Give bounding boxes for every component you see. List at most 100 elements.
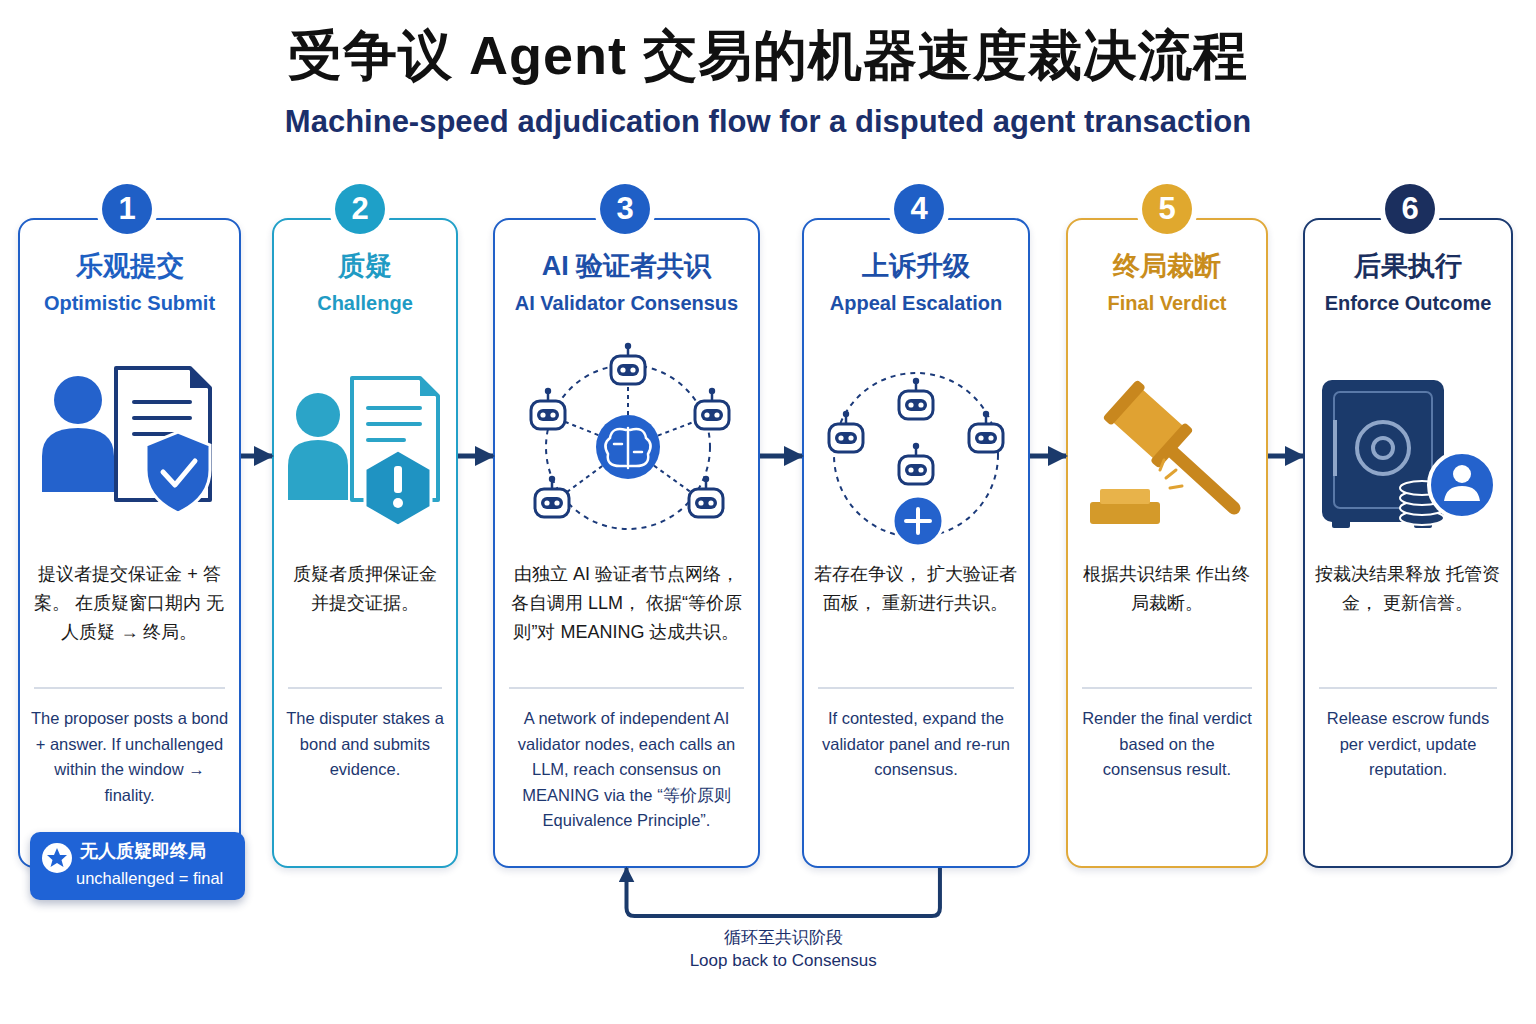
challenge-icon [368, 406, 420, 410]
escrow-safe-icon [1429, 452, 1495, 518]
step-number: 4 [894, 184, 944, 234]
challenge-icon [393, 498, 403, 508]
submit-icon [42, 368, 210, 513]
stage-card: 终局裁断 Final Verdict 根据共识结果 作出终局裁断。 Render th… [1066, 218, 1268, 868]
challenge-icon [296, 393, 340, 437]
consensus-network-icon [596, 415, 660, 479]
divider-lines [1319, 687, 1497, 689]
escrow-safe-icon [1357, 422, 1409, 474]
diagram-title: 受争议 Agent 交易的机器速度裁决流程 [0, 20, 1536, 93]
step-number: 3 [600, 184, 650, 234]
challenge-icon [368, 408, 420, 440]
stage-card: 质疑 Challenge 质疑者质押保证金 并提交证据。 The disputer s… [272, 218, 458, 868]
submit-icon [42, 428, 114, 492]
stage-card: 乐观提交 Optimistic Submit 提议者提交保证金 + 答案。 在质疑窗… [18, 218, 241, 868]
stage-title-zh: 上诉升级 [814, 250, 1018, 282]
stage-title-en: Challenge [284, 291, 446, 315]
divider-lines [509, 687, 744, 689]
flow-arrow [760, 454, 802, 459]
stage-title-en: Appeal Escalation [814, 291, 1018, 315]
flow-arrow [1268, 454, 1303, 459]
stage-title-en: Enforce Outcome [1315, 291, 1501, 315]
flow-arrow [458, 454, 493, 459]
stage-body-en: If contested, expand the validator panel… [814, 706, 1018, 783]
divider-lines [1082, 687, 1252, 689]
stage-body-en: A network of independent AI validator no… [505, 706, 748, 834]
star-icon [42, 843, 72, 873]
edge-label: 循环至共识阶段 [633, 926, 933, 949]
stage-title-zh: 质疑 [284, 250, 446, 282]
consensus-network-icon [634, 451, 642, 454]
stage-body-en: Render the final verdict based on the co… [1078, 706, 1256, 783]
gavel-icon [1100, 489, 1150, 504]
consensus-network-icon [614, 443, 622, 446]
step-number-circle: 4 [894, 184, 944, 234]
escrow-safe-icon [1333, 420, 1337, 476]
gavel-icon [1170, 486, 1182, 488]
stage-title-zh: 后果执行 [1315, 250, 1501, 282]
stage-body-en: Release escrow funds per verdict, update… [1315, 706, 1501, 783]
step-number-circle: 6 [1385, 184, 1435, 234]
submit-icon [134, 400, 190, 404]
appeal-panel-icon [893, 496, 943, 546]
challenge-icon [288, 440, 348, 500]
challenge-icon [368, 438, 404, 442]
consensus-network-icon [627, 428, 630, 468]
step-number-circle: 2 [335, 184, 385, 234]
divider-lines [288, 687, 442, 689]
stage-title-zh: AI 验证者共识 [505, 250, 748, 282]
stage-body-en: The disputer stakes a bond and submits e… [284, 706, 446, 783]
stage-body-zh: 提议者提交保证金 + 答案。 在质疑窗口期内 无人质疑 → 终局。 [30, 560, 229, 646]
consensus-network-icon [605, 429, 626, 466]
submit-icon [54, 376, 102, 424]
flow-arrow [1030, 454, 1066, 459]
stage-body-zh: 由独立 AI 验证者节点网络， 各自调用 LLM， 依据“等价原则”对 MEAN… [505, 560, 748, 646]
stage-body-zh: 质疑者质押保证金 并提交证据。 [284, 560, 446, 618]
stage-card: 后果执行 Enforce Outcome 按裁决结果释放 托管资金， 更新信誉。 Re… [1303, 218, 1513, 868]
step-number: 5 [1142, 184, 1192, 234]
step-number-circle: 1 [102, 184, 152, 234]
diagram-subtitle: Machine-speed adjudication flow for a di… [0, 104, 1536, 140]
divider-lines [818, 687, 1014, 689]
stage-body-zh: 根据共识结果 作出终局裁断。 [1078, 560, 1256, 618]
stage-body-zh: 若存在争议， 扩大验证者面板， 重新进行共识。 [814, 560, 1018, 618]
submit-icon [163, 461, 195, 485]
stage-title-en: AI Validator Consensus [505, 291, 748, 315]
escrow-safe-icon [1373, 438, 1393, 458]
consensus-network-icon [605, 428, 650, 468]
edge-label-en: Loop back to Consensus [633, 951, 933, 971]
badge-text: 无人质疑即终局 [80, 841, 241, 863]
submit-icon [134, 416, 190, 420]
flow-arrow [241, 454, 272, 459]
escrow-safe-icon [1332, 520, 1350, 528]
step-number: 2 [335, 184, 385, 234]
submit-icon [134, 402, 190, 434]
stage-body-en: The proposer posts a bond + answer. If u… [30, 706, 229, 808]
escrow-safe-icon [1444, 486, 1480, 501]
stage-card: AI 验证者共识 AI Validator Consensus 由独立 AI 验证者… [493, 218, 760, 868]
challenge-icon [394, 466, 402, 493]
divider-lines [34, 687, 1497, 689]
stage-title-en: Optimistic Submit [30, 291, 229, 315]
stage-title-en: Final Verdict [1078, 291, 1256, 315]
divider-lines [34, 687, 225, 689]
stage-title-zh: 终局裁断 [1078, 250, 1256, 282]
step-number-circle: 5 [1142, 184, 1192, 234]
gavel-icon [1090, 502, 1160, 524]
consensus-network-icon [630, 429, 651, 466]
star-icon [42, 843, 72, 873]
star-icon [47, 848, 67, 867]
step-number-circle: 3 [600, 184, 650, 234]
step-number: 6 [1385, 184, 1435, 234]
step-number: 1 [102, 184, 152, 234]
challenge-icon [368, 422, 420, 426]
loop-arrow [627, 868, 940, 916]
appeal-panel-icon [906, 509, 930, 533]
stage-title-zh: 乐观提交 [30, 250, 229, 282]
stage-body-zh: 按裁决结果释放 托管资金， 更新信誉。 [1315, 560, 1501, 618]
badge-text: unchallenged = final [76, 869, 241, 889]
submit-icon [146, 432, 210, 513]
